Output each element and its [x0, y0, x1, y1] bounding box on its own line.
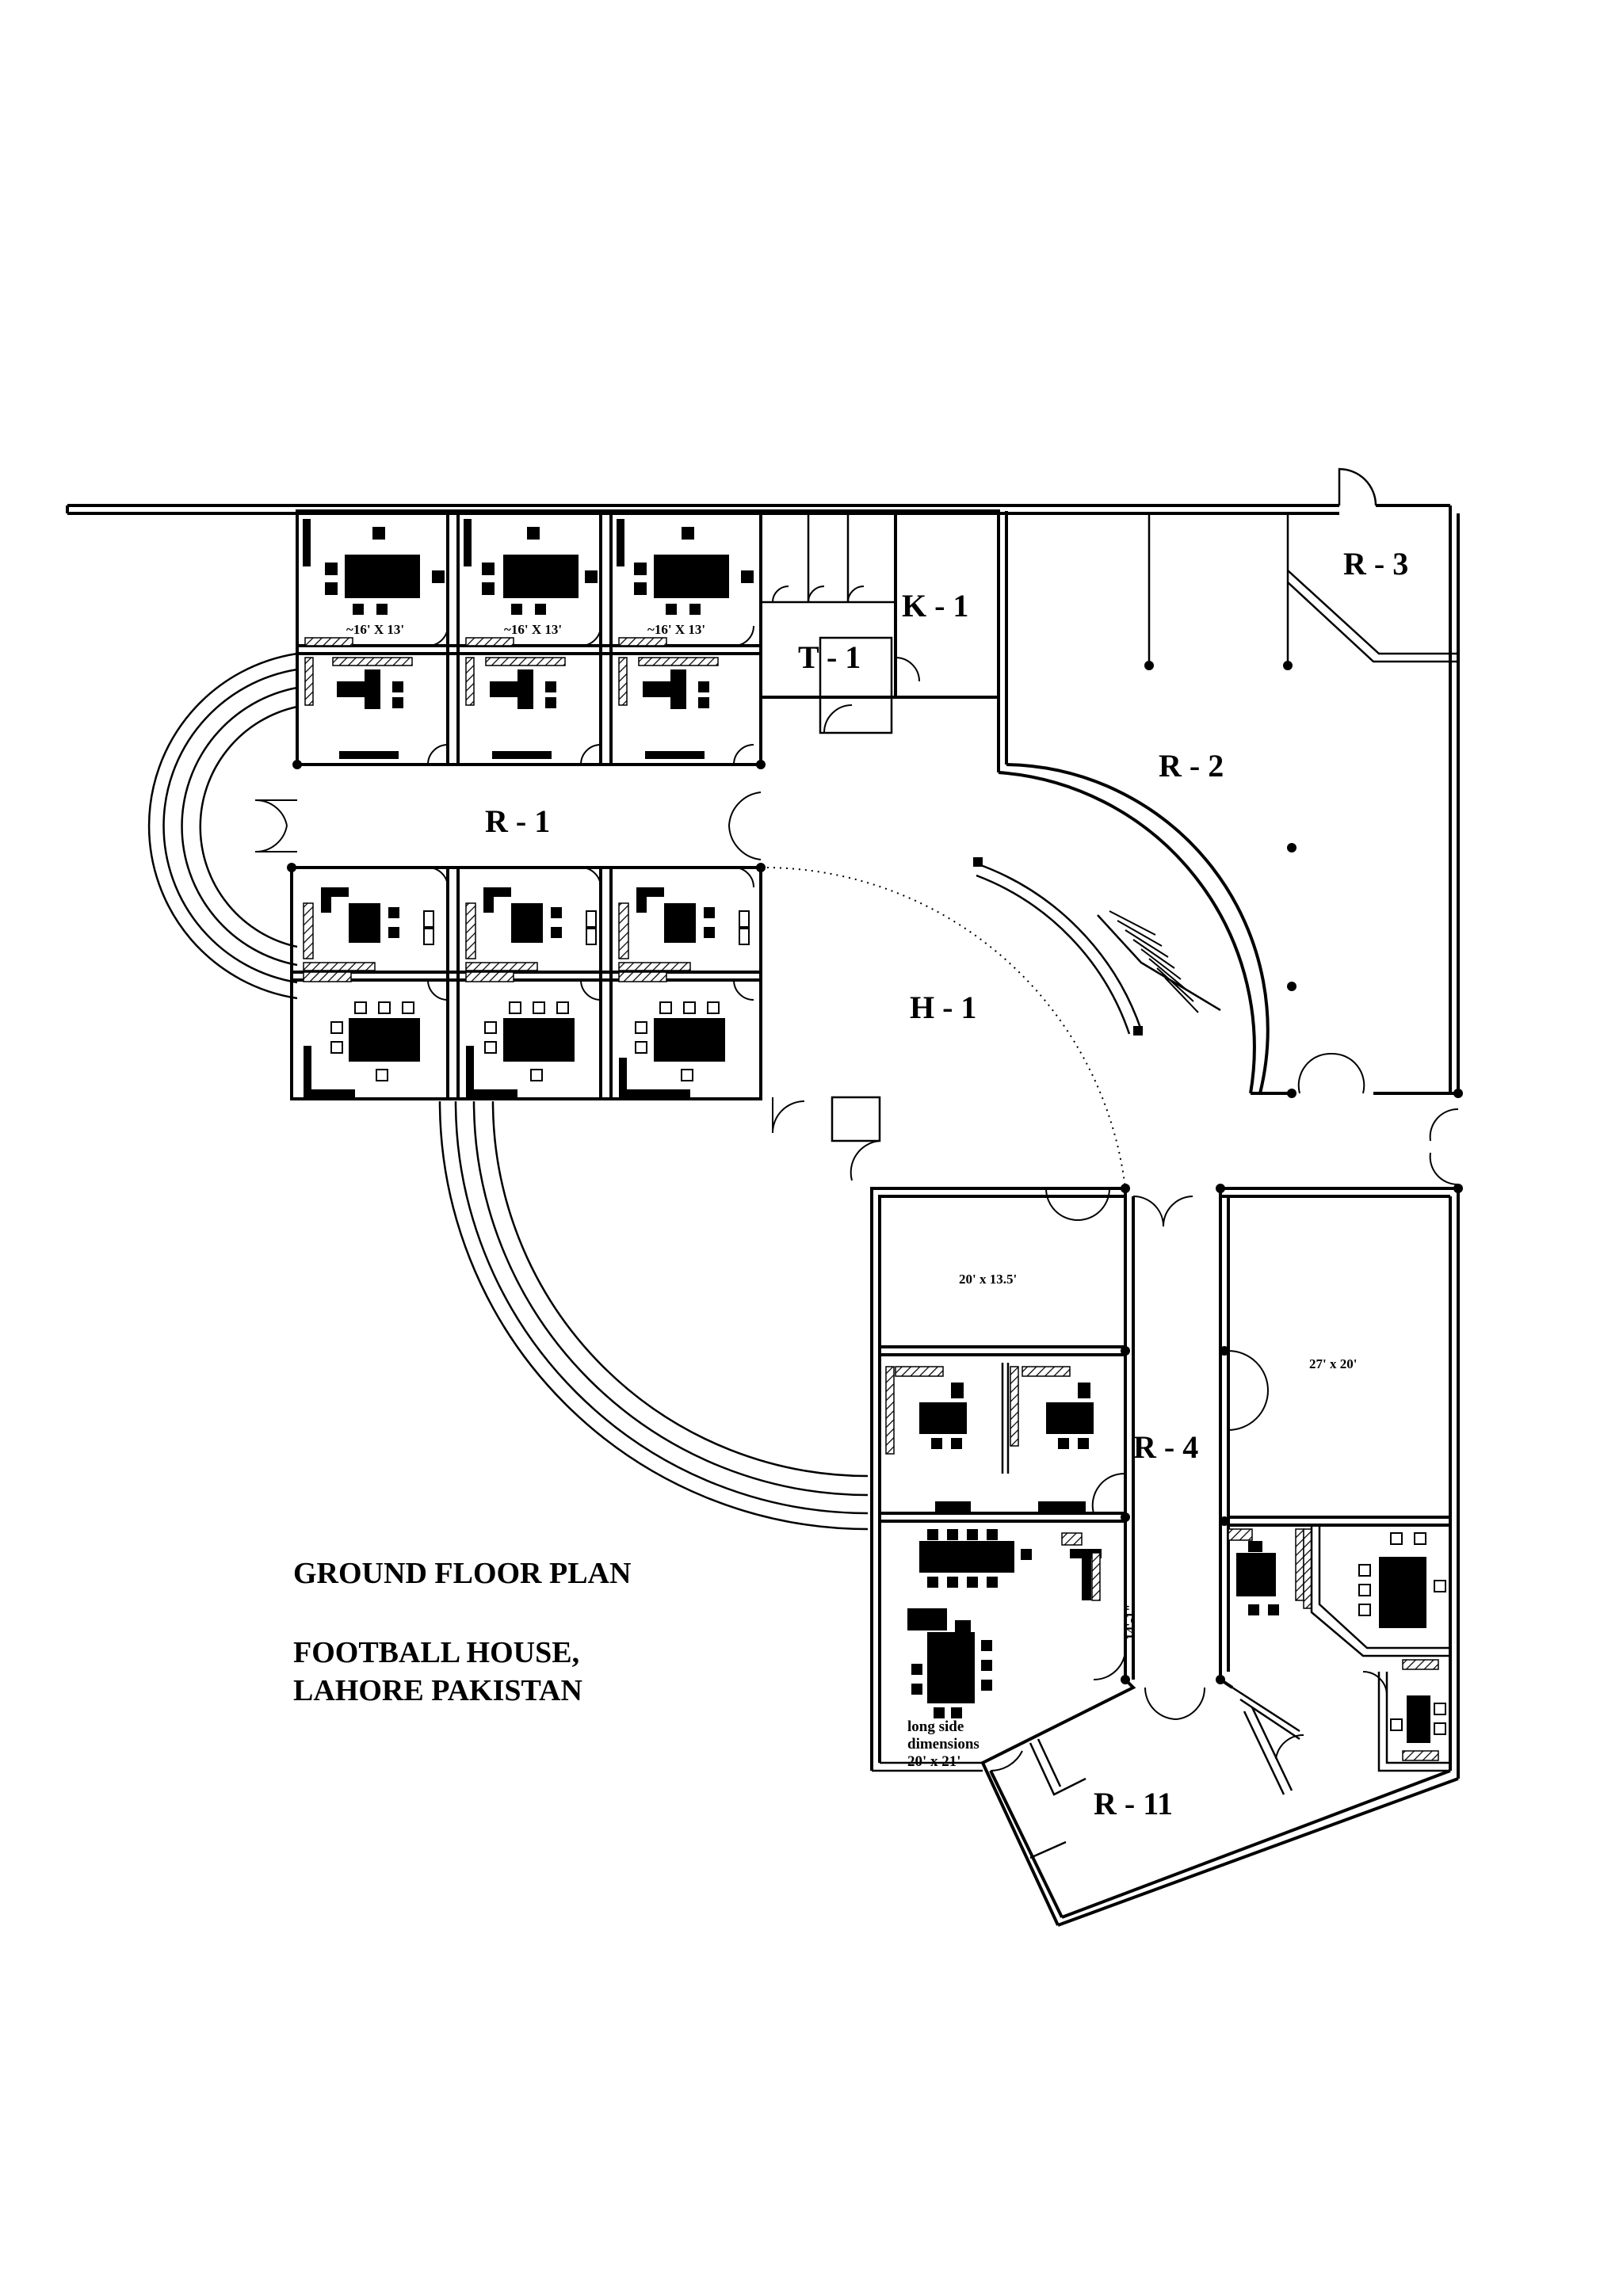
room-r11 [980, 1678, 1459, 1927]
corridor-r1 [254, 791, 762, 860]
dimension-room-b: 27' x 20' [1309, 1356, 1357, 1371]
project-location: LAHORE PAKISTAN [293, 1674, 582, 1707]
office-block-bottom [287, 863, 766, 1100]
room-label-r1: R - 1 [485, 803, 550, 839]
office-block-top [292, 509, 766, 769]
room-label-t1: T - 1 [798, 639, 861, 675]
room-label-k1: K - 1 [902, 588, 968, 624]
project-name: FOOTBALL HOUSE, [293, 1636, 579, 1669]
top-boundary-wall [66, 467, 1460, 1093]
note-line-3: 20' x 21' [907, 1753, 961, 1770]
office-furniture-second-row [304, 625, 754, 765]
hall-h1 [760, 866, 1459, 1189]
curved-steps-bottom [438, 1100, 869, 1531]
dimension-office-1: ~16' X 13' [346, 622, 404, 637]
room-label-r11: R - 11 [1094, 1786, 1173, 1821]
note-line-2: dimensions [907, 1736, 980, 1753]
curved-staircase [973, 857, 1221, 1035]
dimension-office-3: ~16' X 13' [647, 622, 705, 637]
room-label-r2: R - 2 [1159, 748, 1224, 784]
room-label-h1: H - 1 [910, 990, 976, 1025]
curved-steps-left [147, 652, 298, 1000]
office-furniture-top [303, 519, 754, 646]
dimension-corridor: 14'-1" [1123, 1604, 1138, 1640]
dimension-office-2: ~16' X 13' [504, 622, 562, 637]
room-r2-r3 [997, 511, 1463, 1098]
drawing-title: GROUND FLOOR PLAN [293, 1557, 631, 1590]
room-label-r4: R - 4 [1133, 1429, 1198, 1465]
note-line-1: long side [907, 1718, 964, 1735]
dimension-room-a: 20' x 13.5' [959, 1272, 1017, 1287]
room-r4-wing [870, 1184, 1463, 1779]
room-label-r3: R - 3 [1343, 546, 1408, 582]
